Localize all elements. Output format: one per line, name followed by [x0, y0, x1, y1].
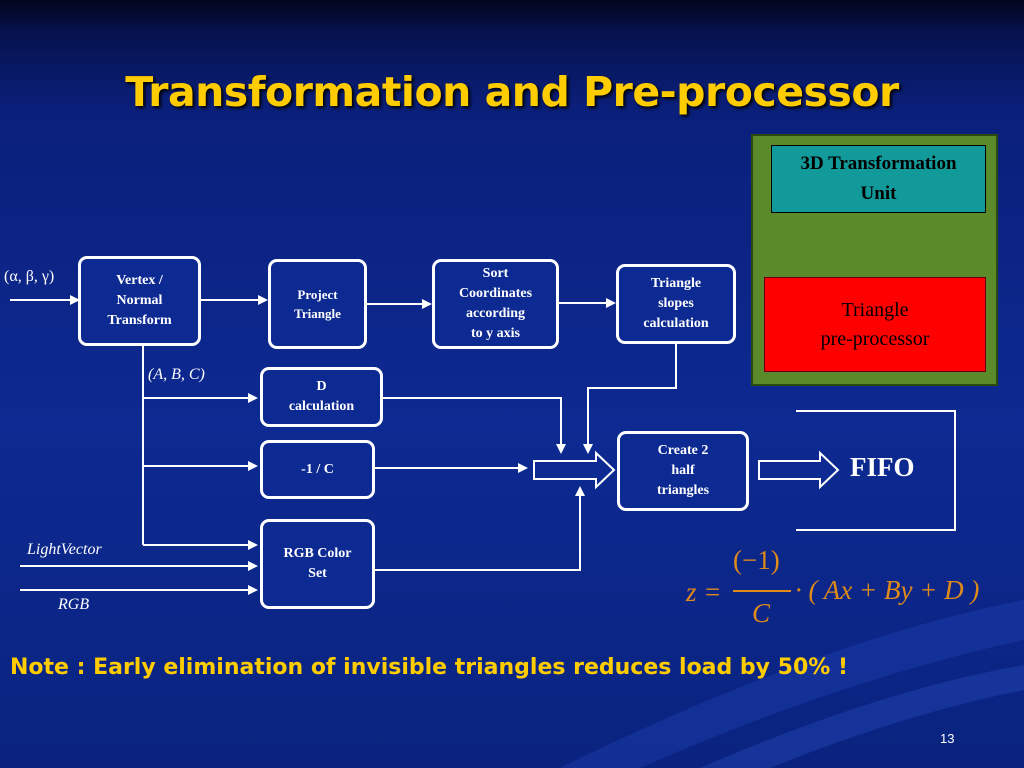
- formula-fraction-bar: [733, 590, 791, 592]
- formula-lhs: z =: [686, 577, 722, 607]
- slide-number: 13: [940, 731, 955, 746]
- top-band: [0, 0, 1024, 28]
- formula-numerator: (−1): [733, 545, 780, 575]
- slide-title: Transformation and Pre-processor: [125, 68, 899, 116]
- formula-rhs: · ( Ax + By + D ): [795, 575, 980, 605]
- angles-input-label: (α, β, γ): [4, 268, 55, 285]
- slide-note: Note : Early elimination of invisible tr…: [10, 655, 849, 680]
- project-triangle-block: Project Triangle: [268, 259, 367, 349]
- d-calculation-block: D calculation: [260, 367, 383, 427]
- triangle-preprocessor-box: Triangle pre-processor: [764, 277, 986, 372]
- vertex-normal-transform-block: Vertex / Normal Transform: [78, 256, 201, 346]
- formula-denominator: C: [752, 598, 771, 628]
- sort-coordinates-block: Sort Coordinates according to y axis: [432, 259, 559, 349]
- rgb-color-set-block: RGB Color Set: [260, 519, 375, 609]
- inverse-c-block: -1 / C: [260, 440, 375, 499]
- 3d-transformation-unit-box: 3D Transformation Unit: [771, 145, 986, 213]
- fifo-label: FIFO: [850, 452, 915, 482]
- triangle-slopes-block: Triangle slopes calculation: [616, 264, 736, 344]
- rgb-input-label: RGB: [58, 596, 90, 613]
- abc-input-label: (A, B, C): [148, 366, 205, 383]
- light-vector-label: LightVector: [27, 541, 102, 558]
- create-half-triangles-block: Create 2 half triangles: [617, 431, 749, 511]
